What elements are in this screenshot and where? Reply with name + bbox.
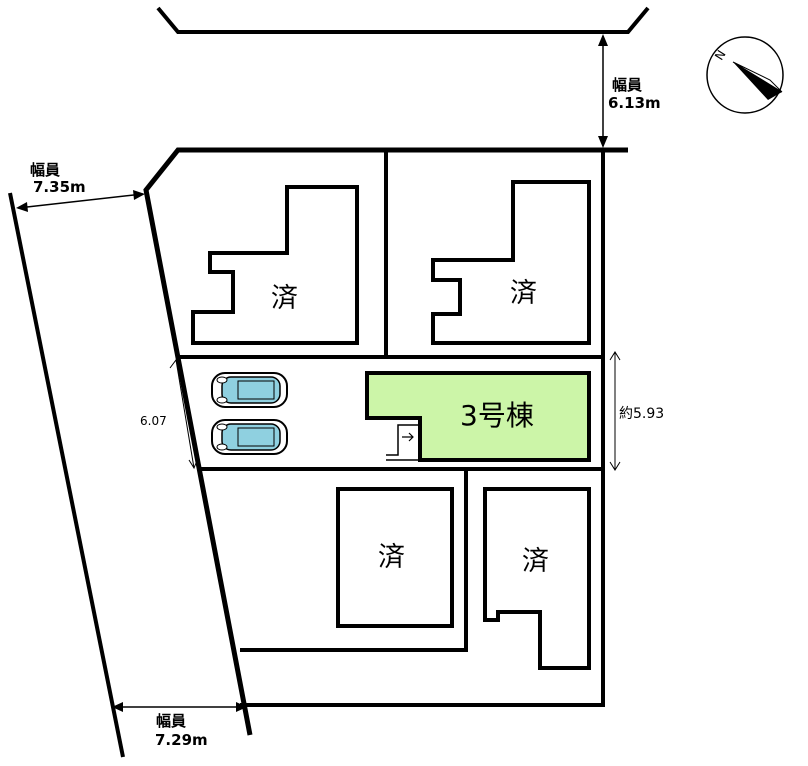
dimension-west-road-bottom bbox=[112, 702, 247, 712]
west-road-edge bbox=[8, 192, 125, 758]
north-road-label: 幅員 bbox=[612, 76, 642, 94]
building-top-right bbox=[431, 180, 591, 345]
west-road-top-width: 7.35m bbox=[33, 178, 86, 196]
lot-depth-label: 約5.93 bbox=[619, 406, 664, 422]
lot-top-right-label: 済 bbox=[510, 278, 537, 309]
north-road-edge bbox=[156, 6, 650, 34]
dimension-driveway bbox=[169, 359, 199, 470]
compass: N bbox=[706, 36, 784, 114]
car-icon bbox=[211, 419, 288, 455]
building-top-left bbox=[191, 185, 359, 345]
lot-top-left-label: 済 bbox=[271, 283, 298, 314]
north-road-width: 6.13m bbox=[608, 94, 661, 112]
compass-arrow-icon bbox=[733, 62, 782, 100]
building-bottom-left bbox=[336, 487, 454, 628]
west-road-top-label: 幅員 bbox=[30, 161, 60, 179]
lot-divider-bottom bbox=[240, 469, 468, 652]
dimension-lot-depth bbox=[609, 351, 621, 471]
entrance-arrow-icon bbox=[402, 432, 414, 442]
site-boundary bbox=[143, 147, 628, 736]
building-bottom-right bbox=[483, 487, 591, 670]
west-road-bottom-width: 7.29m bbox=[155, 731, 208, 749]
lot-bottom-right-label: 済 bbox=[522, 546, 549, 577]
driveway-width-label: 6.07 bbox=[140, 414, 167, 428]
building-3-label: 3号棟 bbox=[460, 399, 534, 432]
dimension-west-road-top bbox=[16, 190, 145, 212]
west-road-bottom-label: 幅員 bbox=[156, 712, 186, 730]
entrance-step bbox=[386, 424, 418, 456]
car-icon bbox=[211, 372, 288, 408]
site-boundary-east-south bbox=[240, 150, 605, 707]
dimension-north-road bbox=[598, 34, 608, 148]
lot-bottom-left-label: 済 bbox=[378, 542, 405, 573]
